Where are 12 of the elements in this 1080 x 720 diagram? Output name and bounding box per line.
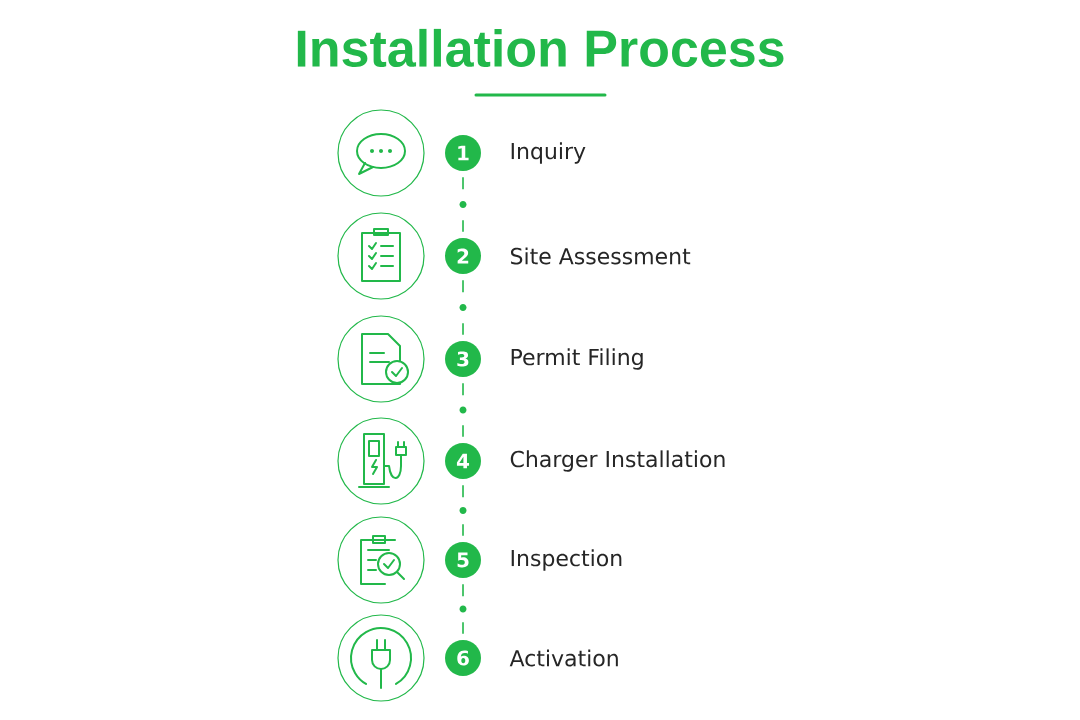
connector — [459, 279, 467, 336]
connector — [459, 484, 467, 537]
step-label: Inspection — [511, 549, 622, 571]
step-label: Activation — [509, 649, 618, 667]
connector — [459, 382, 467, 438]
step-label: Permit Filing — [511, 348, 643, 370]
connector — [459, 583, 467, 635]
step-label: Site Assessment — [511, 247, 691, 265]
step-label: Charger Installation — [510, 450, 725, 472]
title: Installation Process — [297, 28, 784, 68]
step-label: Inquiry — [511, 142, 586, 164]
connector — [459, 176, 467, 233]
